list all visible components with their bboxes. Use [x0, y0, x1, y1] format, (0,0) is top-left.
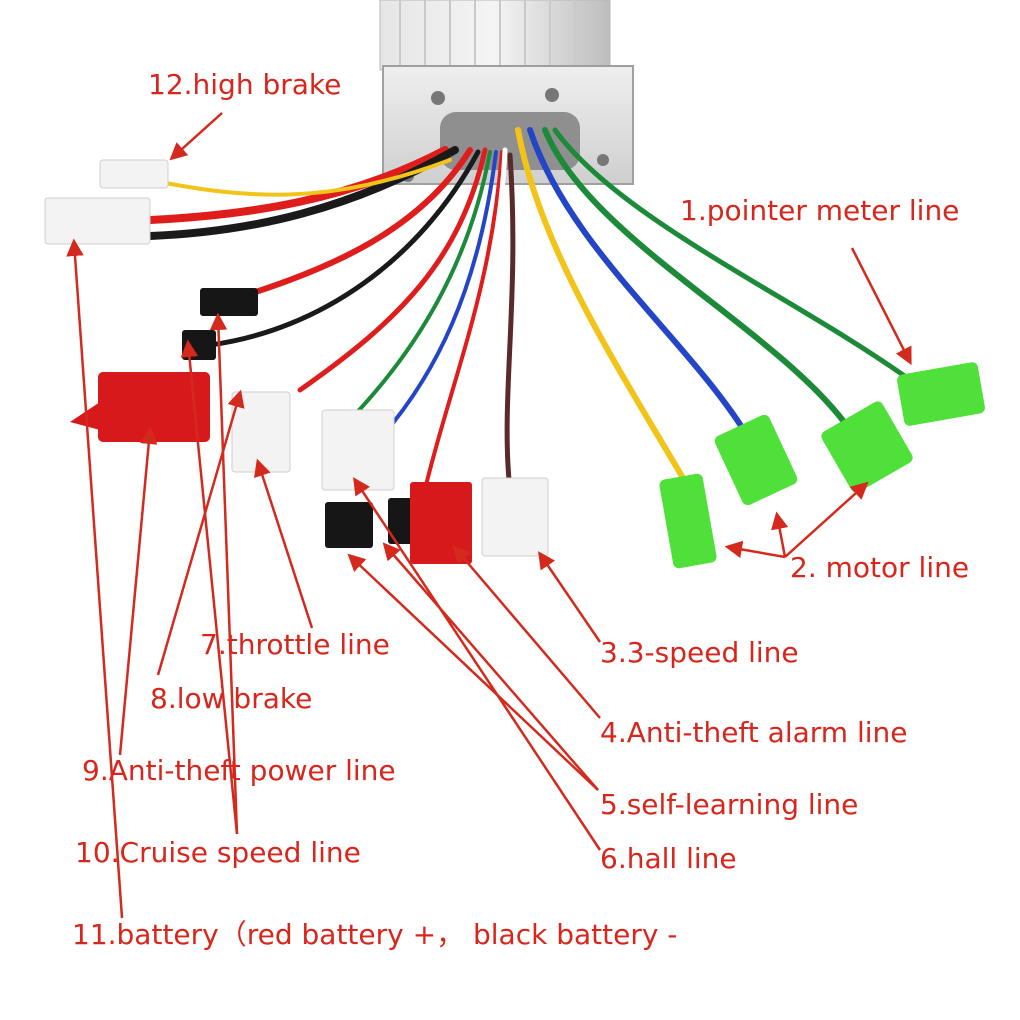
connector-anti-theft-power	[98, 372, 210, 442]
connector-self-learning-a	[325, 502, 373, 548]
label-anti-theft-power-line: 9.Anti-theft power line	[82, 754, 396, 787]
connector-three-speed	[481, 477, 549, 557]
label-low-brake: 8.low brake	[150, 682, 313, 715]
label-anti-theft-alarm-line: 4.Anti-theft alarm line	[600, 716, 908, 749]
connector-self-learning-b	[388, 498, 414, 544]
label-battery: 11.battery（red battery +， black battery …	[72, 918, 678, 951]
connector-throttle	[231, 391, 291, 473]
label-cruise-speed-line: 10.Cruise speed line	[75, 836, 361, 869]
connector-battery	[44, 197, 151, 245]
label-pointer-meter-line: 1.pointer meter line	[680, 194, 960, 227]
label-hall-line: 6.hall line	[600, 842, 737, 875]
connector-high-brake	[99, 159, 169, 189]
label-three-speed-line: 3.3-speed line	[600, 636, 799, 669]
connector-motor-green	[821, 401, 913, 493]
connector-motor-blue	[714, 414, 798, 506]
connector-motor-yellow	[659, 473, 717, 569]
wire-harness	[146, 127, 913, 512]
label-high-brake: 12.high brake	[148, 68, 342, 101]
connector-hall	[321, 409, 395, 491]
connectors	[44, 159, 985, 569]
label-self-learning-line: 5.self-learning line	[600, 788, 859, 821]
connector-cruise-speed	[200, 288, 258, 316]
connector-anti-theft-alarm	[410, 482, 472, 564]
leader-lines	[66, 112, 912, 919]
connector-pointer-meter	[897, 362, 985, 426]
label-motor-line: 2. motor line	[790, 551, 970, 584]
label-throttle-line: 7.throttle line	[200, 628, 390, 661]
